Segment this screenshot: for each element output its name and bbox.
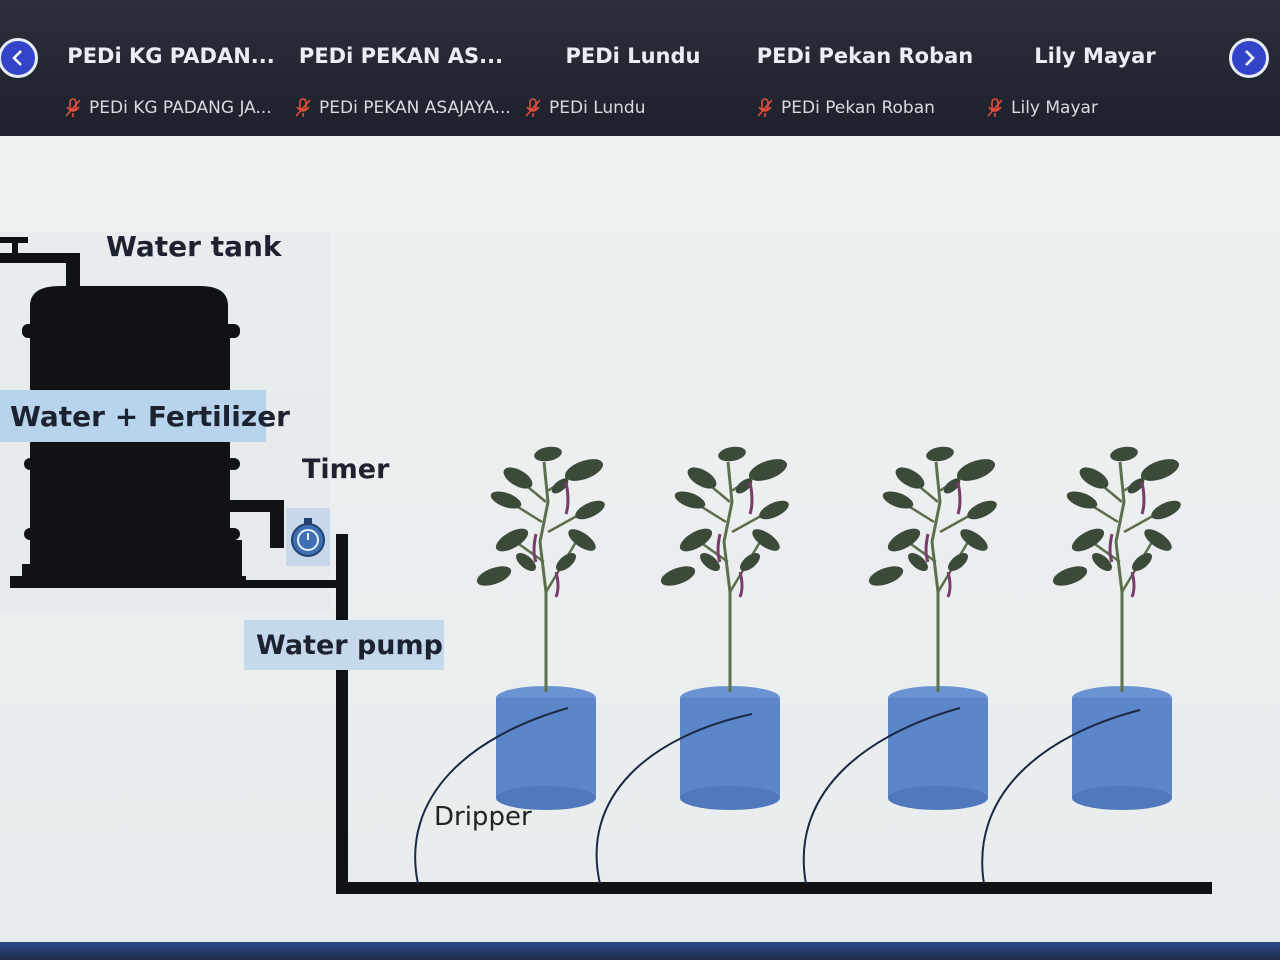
bottom-toolbar-edge — [0, 942, 1280, 960]
fertilizer-label-bg — [0, 390, 266, 442]
chevron-left-icon — [12, 50, 22, 66]
mic-muted-icon — [295, 98, 311, 117]
mic-muted-icon — [65, 98, 81, 117]
pots — [496, 686, 1172, 810]
participant-mic-label: PEDi KG PADANG JA... — [65, 98, 297, 118]
mic-muted-icon — [757, 98, 773, 117]
participant-name: PEDi KG PADAN... — [67, 44, 275, 68]
participant-tile[interactable]: PEDi Pekan Roban PEDi Pekan Roban — [749, 0, 981, 136]
participant-mic-label: Lily Mayar — [987, 98, 1219, 118]
chili-plant-icon — [864, 443, 1001, 694]
water-tank-label: Water tank — [106, 230, 282, 263]
participant-name: PEDi Pekan Roban — [756, 44, 974, 68]
next-page-button[interactable] — [1229, 38, 1269, 78]
plant-pot — [1072, 686, 1172, 810]
timer-label: Timer — [302, 454, 390, 485]
mic-muted-icon — [987, 98, 1003, 117]
shared-screen-slide: Water tank Water + Fertilizer Timer Wate… — [0, 136, 1280, 942]
drip-irrigation-diagram — [0, 232, 1212, 894]
chili-plant-icon — [1048, 443, 1185, 694]
participant-strip: PEDi KG PADAN... PEDi KG PADANG JA... PE… — [0, 0, 1280, 136]
chili-plant-icon — [472, 443, 609, 694]
participant-tile[interactable]: PEDi KG PADAN... PEDi KG PADANG JA... — [55, 0, 287, 136]
water-pump-label: Water pump — [256, 630, 443, 661]
chevron-right-icon — [1245, 50, 1255, 66]
chili-plant-icon — [656, 443, 793, 694]
dripper-label: Dripper — [434, 802, 532, 832]
participant-name: PEDi PEKAN AS... — [298, 44, 504, 68]
participant-mic-label: PEDi PEKAN ASAJAYA... — [295, 98, 527, 118]
participant-mic-label: PEDi Pekan Roban — [757, 98, 989, 118]
prev-page-button[interactable] — [0, 38, 38, 78]
dripper-lines — [414, 707, 1141, 885]
fertilizer-label: Water + Fertilizer — [10, 400, 290, 433]
participant-mic-label: PEDi Lundu — [525, 98, 757, 118]
participant-tile[interactable]: PEDi Lundu PEDi Lundu — [517, 0, 749, 136]
plant-pot — [888, 686, 988, 810]
timer-icon — [286, 508, 330, 566]
participant-name: Lily Mayar — [1034, 44, 1156, 68]
tank-base-pipe — [10, 580, 342, 588]
plant-pot — [496, 686, 596, 810]
participant-tile[interactable]: Lily Mayar Lily Mayar — [979, 0, 1211, 136]
pump-label-bg — [244, 620, 444, 670]
mic-muted-icon — [525, 98, 541, 117]
participant-name: PEDi Lundu — [565, 44, 701, 68]
plant-pot — [680, 686, 780, 810]
participant-tile[interactable]: PEDi PEKAN AS... PEDi PEKAN ASAJAYA... — [285, 0, 517, 136]
